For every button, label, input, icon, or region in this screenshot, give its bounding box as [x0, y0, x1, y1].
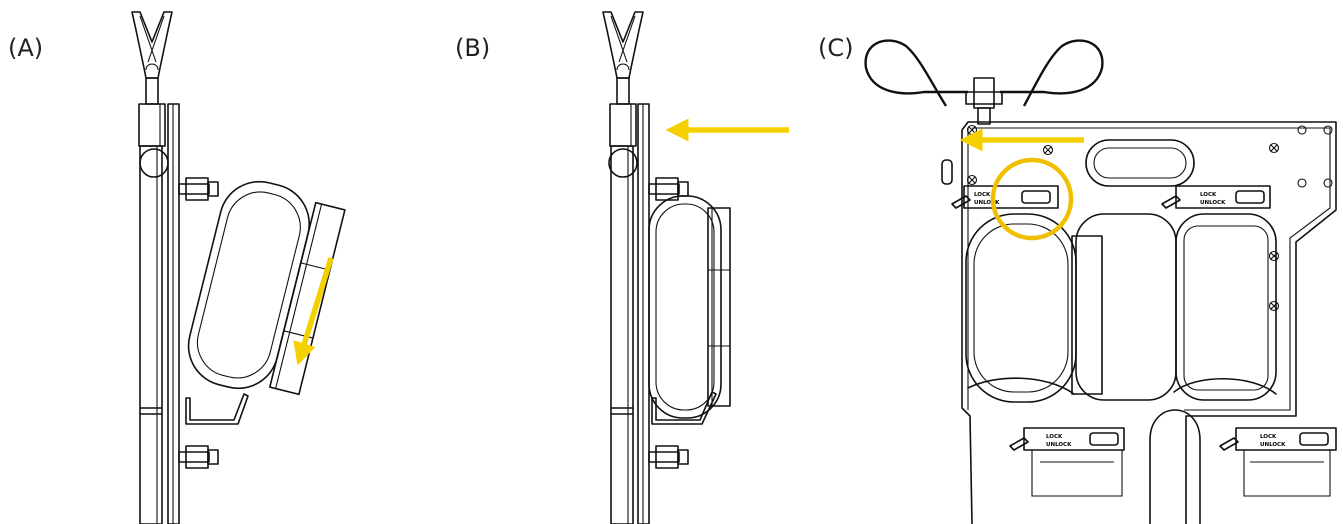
unlock-text: UNLOCK: [1200, 200, 1226, 206]
lock-tab: LOCK UNLOCK: [951, 185, 1059, 209]
iv-pole-b: [602, 11, 644, 524]
unlock-text: UNLOCK: [974, 200, 1000, 206]
lock-text: LOCK: [1200, 192, 1217, 198]
iv-pole-a: [131, 11, 173, 524]
monitor-device-b: [648, 195, 731, 419]
panel-a: (A): [8, 11, 346, 524]
screw: [1268, 300, 1280, 312]
lock-tab: LOCK UNLOCK: [1161, 185, 1271, 209]
arrow-down-icon: [293, 257, 334, 366]
panel-c: (C): [818, 34, 1337, 524]
mount-hole: [1297, 125, 1307, 135]
lock-tab: LOCK UNLOCK: [1009, 427, 1125, 497]
panel-b: (B): [455, 11, 789, 524]
lock-text: LOCK: [1046, 434, 1063, 440]
screw: [966, 124, 978, 136]
unlock-text: UNLOCK: [1260, 442, 1286, 448]
knob: [941, 159, 953, 185]
unlock-text: UNLOCK: [1046, 442, 1072, 448]
screw: [966, 174, 978, 186]
lock-text: LOCK: [974, 192, 991, 198]
iv-hook-c: [864, 39, 1104, 125]
mount-hole: [1323, 178, 1333, 188]
lock-tab: LOCK UNLOCK: [1219, 427, 1337, 497]
screw: [1042, 144, 1054, 156]
panel-label-a: (A): [8, 34, 43, 62]
mount-hole: [1297, 178, 1307, 188]
monitor-device-a: [187, 180, 346, 396]
panel-label-b: (B): [455, 34, 490, 62]
monitor-device-c: [965, 213, 1277, 403]
mounting-plate-c: [961, 121, 1337, 524]
mount-hole: [1323, 125, 1333, 135]
panel-label-c: (C): [818, 34, 853, 62]
lock-text: LOCK: [1260, 434, 1277, 440]
highlight-circle: [990, 157, 1074, 241]
mounting-plate-a: [167, 103, 249, 524]
screw: [1268, 142, 1280, 154]
screw: [1268, 250, 1280, 262]
